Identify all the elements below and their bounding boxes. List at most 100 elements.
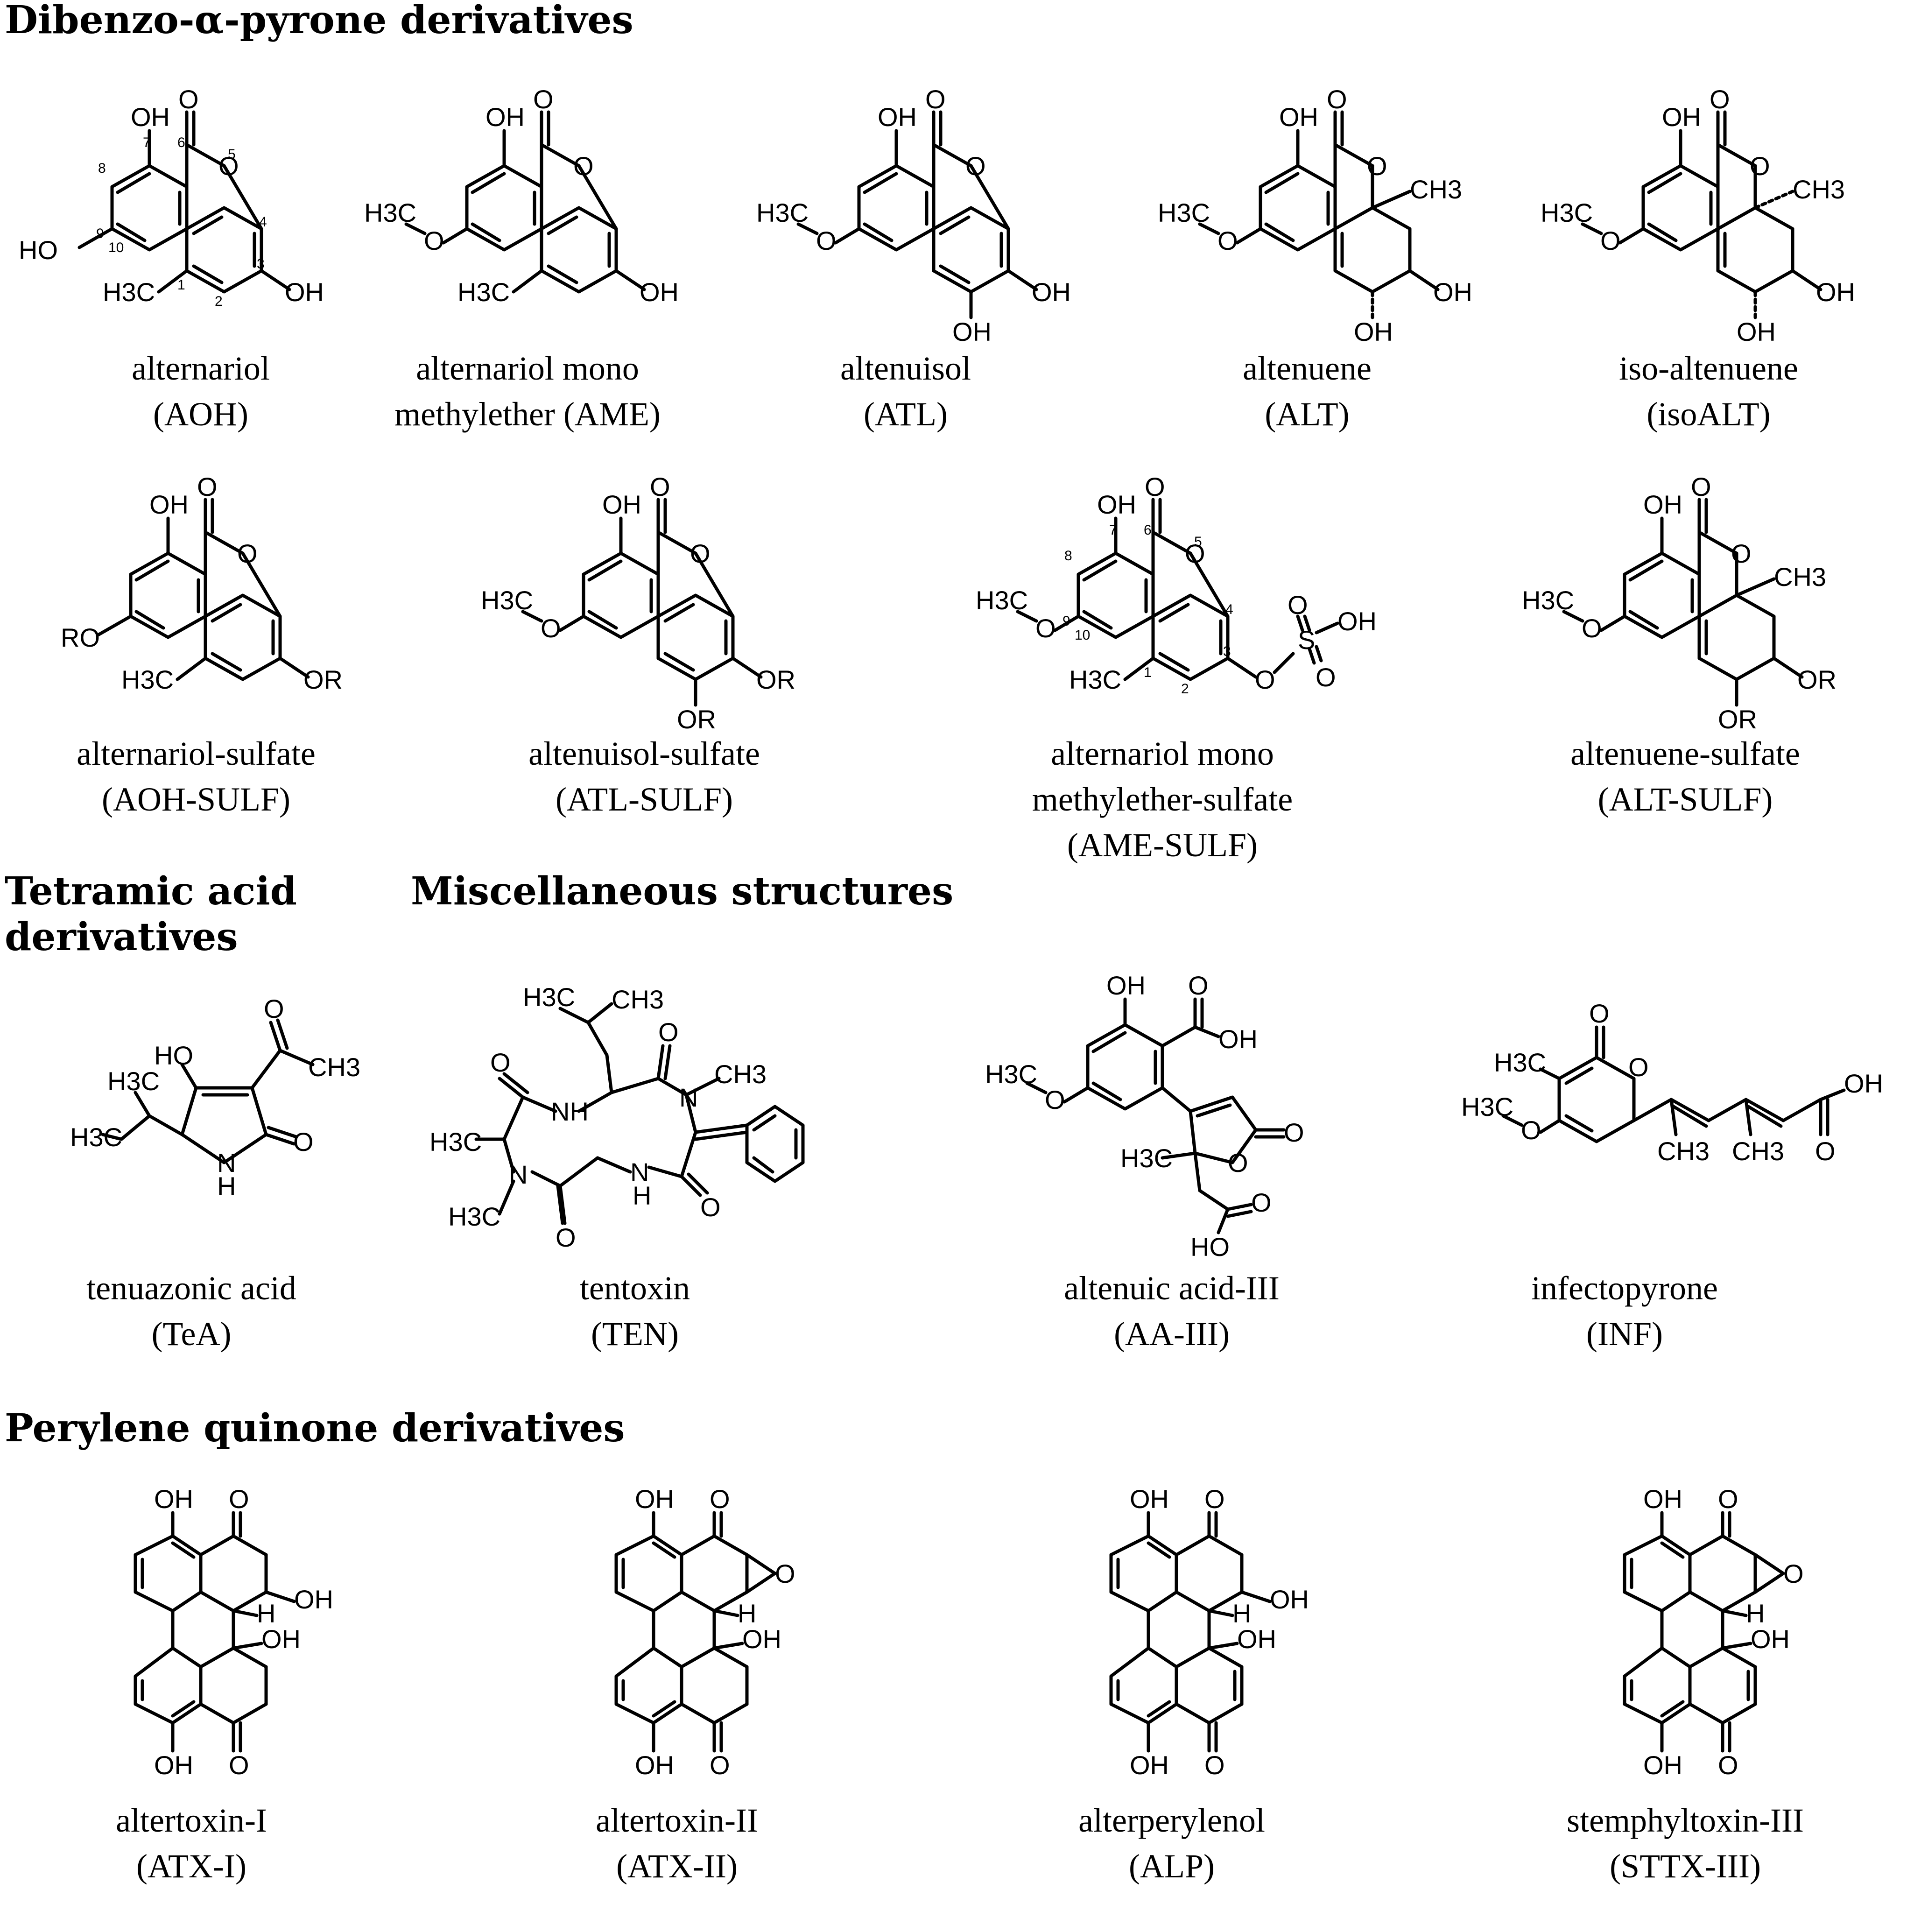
atx2-structure: OH O O H OH OH O: [614, 1484, 795, 1780]
inf-abbr: (INF): [1586, 1315, 1663, 1353]
tea-atom-nh-n: N: [217, 1148, 236, 1178]
inf-atom-o-ring: O: [1628, 1052, 1649, 1082]
inf-atom-h3c-methoxy: H3C: [1461, 1092, 1513, 1121]
aohsulf-structure: O OH O RO OR H3C: [61, 472, 343, 694]
ten-atom-ch3-isobutyl: CH3: [612, 985, 664, 1014]
aa3-atom-o-acid: O: [1188, 971, 1209, 1000]
aa3-atom-o-sidechain: O: [1251, 1188, 1272, 1217]
atx2-atom-o-bottom: O: [710, 1750, 730, 1780]
ten-atom-nh-2-h: H: [633, 1181, 651, 1210]
atlsulf-atom-or-3: OR: [756, 665, 795, 694]
ten-atom-o-4: O: [700, 1192, 721, 1222]
ame-atom-oh-3: OH: [640, 277, 679, 307]
amesulf-pos-2: 2: [1181, 681, 1189, 697]
ame-atom-o-methoxy: O: [424, 226, 444, 255]
compound-atl: O OH O O H3C OH OH altenuisol (ATL): [756, 85, 1139, 448]
atl-atom-oh-2: OH: [952, 317, 992, 346]
tea-atom-ch3-acetyl: CH3: [308, 1052, 360, 1082]
atx1-atom-oh-top: OH: [154, 1484, 193, 1514]
aoh-atom-oh-3: OH: [285, 277, 324, 307]
aa3-atom-h3c-methoxy: H3C: [985, 1059, 1037, 1089]
aohsulf-atom-h3c: H3C: [121, 665, 174, 694]
amesulf-atom-s: S: [1298, 625, 1315, 655]
atx1-atom-o-bottom: O: [229, 1750, 249, 1780]
ten-structure: H3C CH3 O N CH3 NH O H3C N H3C O N H O: [429, 982, 805, 1252]
altsulf-abbr: (ALT-SULF): [1597, 781, 1773, 818]
section-heading-tetramic: Tetramic acid derivatives: [5, 869, 297, 960]
aa3-structure: OH O OH O H3C O O H3C O HO: [985, 971, 1304, 1262]
isoalt-atom-h3c-methoxy: H3C: [1541, 198, 1593, 227]
alp-atom-h: H: [1232, 1599, 1251, 1628]
compound-alt: O OH O CH3 O H3C OH OH altenuene (ALT): [1158, 85, 1541, 448]
alt-atom-o-methoxy: O: [1217, 226, 1238, 255]
amesulf-pos-8: 8: [1064, 548, 1072, 564]
alp-atom-o-top: O: [1204, 1484, 1225, 1514]
atx1-atom-oh-bottom: OH: [154, 1750, 193, 1780]
tea-name: tenuazonic acid: [86, 1269, 296, 1307]
alp-name: alterperylenol: [1078, 1802, 1265, 1839]
alt-atom-h3c-methoxy: H3C: [1158, 198, 1210, 227]
atx2-abbr: (ATX-II): [616, 1847, 738, 1885]
isoalt-structure: O OH O CH3 O H3C OH OH: [1541, 85, 1855, 346]
inf-atom-o-methoxy: O: [1521, 1115, 1541, 1145]
isoalt-caption: iso-altenuene (isoALT): [1531, 346, 1886, 437]
alp-atom-oh-right-mid: OH: [1237, 1624, 1276, 1654]
amesulf-caption: alternariol mono methylether-sulfate (AM…: [976, 731, 1349, 868]
aohsulf-name: alternariol-sulfate: [77, 735, 316, 772]
inf-atom-o-acid: O: [1815, 1136, 1836, 1166]
compound-aoh: O OH O HO OH H3C 1 2 3 4 5 6 7 8 9 10 al…: [9, 85, 392, 448]
amesulf-pos-10: 10: [1075, 628, 1090, 643]
ten-atom-nh-2-n: N: [630, 1157, 649, 1187]
compound-aa3: OH O OH O H3C O O H3C O HO altenuic acid…: [985, 971, 1377, 1353]
atx2-atom-oh-bottom: OH: [635, 1750, 674, 1780]
amesulf-pos-3: 3: [1223, 644, 1231, 659]
section-heading-dibenzo: Dibenzo-α-pyrone derivatives: [5, 0, 633, 42]
ten-atom-nh-1: NH: [551, 1097, 589, 1126]
atx2-atom-h: H: [738, 1599, 756, 1628]
atx2-name: altertoxin-II: [596, 1802, 758, 1839]
inf-atom-oh-acid: OH: [1844, 1069, 1883, 1098]
amesulf-pos-1: 1: [1144, 665, 1152, 680]
atl-atom-oh-3: OH: [1032, 277, 1071, 307]
ten-name: tentoxin: [580, 1269, 690, 1307]
isoalt-atom-ch3: CH3: [1793, 175, 1845, 204]
atl-atom-o-methoxy: O: [816, 226, 837, 255]
isoalt-atom-oh: OH: [1662, 102, 1701, 132]
atl-name: altenuisol: [840, 350, 971, 387]
sttx3-atom-h: H: [1746, 1599, 1765, 1628]
sttx3-atom-o-epoxide: O: [1783, 1559, 1804, 1588]
inf-atom-ch3-1: CH3: [1657, 1136, 1710, 1166]
compound-ame: O OH O O H3C OH H3C alternariol mono met…: [364, 85, 747, 448]
compound-inf: O O H3C O H3C CH3 CH3 OH O infectopyrone…: [1461, 994, 1883, 1353]
aa3-caption: altenuic acid-III (AA-III): [990, 1265, 1354, 1357]
compound-ten: H3C CH3 O N CH3 NH O H3C N H3C O N H O t…: [420, 971, 805, 1353]
amesulf-pos-7: 7: [1109, 522, 1117, 538]
atlsulf-name: altenuisol-sulfate: [528, 735, 760, 772]
aa3-atom-h3c-ring: H3C: [1120, 1143, 1173, 1173]
ten-atom-n-methyl: N: [679, 1083, 698, 1112]
aohsulf-atom-o-carbonyl: O: [197, 472, 218, 501]
alt-atom-oh-3: OH: [1354, 317, 1393, 346]
amesulf-name: alternariol mono methylether-sulfate: [1032, 735, 1293, 818]
aoh-pos-4: 4: [259, 214, 267, 230]
ten-abbr: (TEN): [591, 1315, 679, 1353]
tea-atom-h3c-bottom: H3C: [70, 1122, 122, 1152]
aoh-pos-10: 10: [108, 240, 124, 255]
atl-caption: altenuisol (ATL): [719, 346, 1092, 437]
inf-atom-ch3-2: CH3: [1732, 1136, 1784, 1166]
sttx3-atom-oh-right-mid: OH: [1751, 1624, 1790, 1654]
aoh-pos-3: 3: [257, 256, 265, 272]
altsulf-atom-or-3: OR: [1718, 705, 1757, 734]
compound-tea: O CH3 HO O N H H3C H3C tenuazonic acid (…: [28, 994, 411, 1353]
ten-atom-n-2: N: [509, 1160, 528, 1189]
alt-abbr: (ALT): [1265, 395, 1350, 433]
atx2-caption: altertoxin-II (ATX-II): [495, 1798, 859, 1889]
aoh-pos-8: 8: [98, 161, 106, 176]
ame-atom-h3c-methoxy: H3C: [364, 198, 416, 227]
amesulf-atom-o-bottom: O: [1316, 663, 1336, 692]
aoh-pos-7: 7: [143, 135, 151, 150]
amesulf-atom-oh-sulfo: OH: [1337, 606, 1377, 636]
aoh-pos-5: 5: [228, 147, 236, 162]
altsulf-atom-ch3: CH3: [1774, 562, 1826, 592]
section-heading-perylene: Perylene quinone derivatives: [5, 1406, 625, 1451]
